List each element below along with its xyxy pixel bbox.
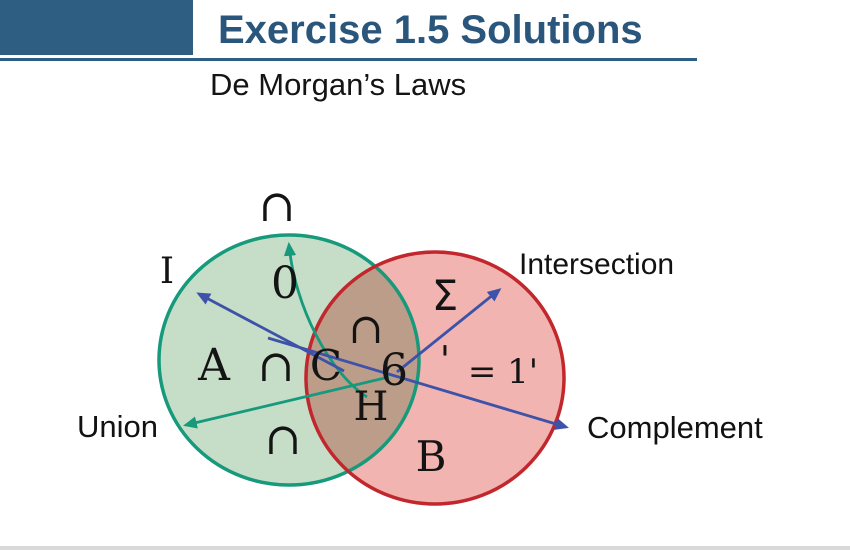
slide-subtitle: De Morgan’s Laws xyxy=(210,67,467,102)
annotation-zero: 0 xyxy=(271,258,299,309)
video-bottom-edge xyxy=(0,546,850,550)
arrow-to-complement-label xyxy=(267,336,569,430)
annotation-intersection-symbol-left: ∩ xyxy=(257,341,295,392)
annotation-c: C xyxy=(309,341,343,390)
annotation-equals-one-prime: = 1' xyxy=(467,352,539,392)
intersection-label: Intersection xyxy=(519,248,675,281)
set-b-outline xyxy=(304,250,566,506)
complement-label: Complement xyxy=(587,410,763,445)
page-title: Exercise 1.5 Solutions xyxy=(218,8,643,52)
annotation-set-a: A xyxy=(198,340,230,391)
annotation-i: I xyxy=(159,251,175,292)
annotation-set-b: B xyxy=(415,432,447,481)
annotation-six: 6 xyxy=(380,345,408,396)
annotation-prime: ' xyxy=(439,338,451,382)
arrow-to-intersection-label xyxy=(396,288,502,374)
arrow-to-union-label xyxy=(183,375,390,429)
set-b-fill xyxy=(306,252,564,504)
header-underline xyxy=(0,58,697,61)
arrow-to-i xyxy=(196,292,345,373)
annotation-intersection-symbol-top: ∩ xyxy=(258,181,296,232)
annotation-intersection-symbol-middle: ∩ xyxy=(348,304,384,353)
annotation-intersection-symbol-bottom: ∩ xyxy=(264,414,302,465)
set-a-outline xyxy=(157,233,421,487)
union-label: Union xyxy=(77,409,158,444)
annotation-sigma: Σ xyxy=(431,271,459,320)
annotation-h: H xyxy=(353,384,389,430)
header-accent-block xyxy=(0,0,193,55)
